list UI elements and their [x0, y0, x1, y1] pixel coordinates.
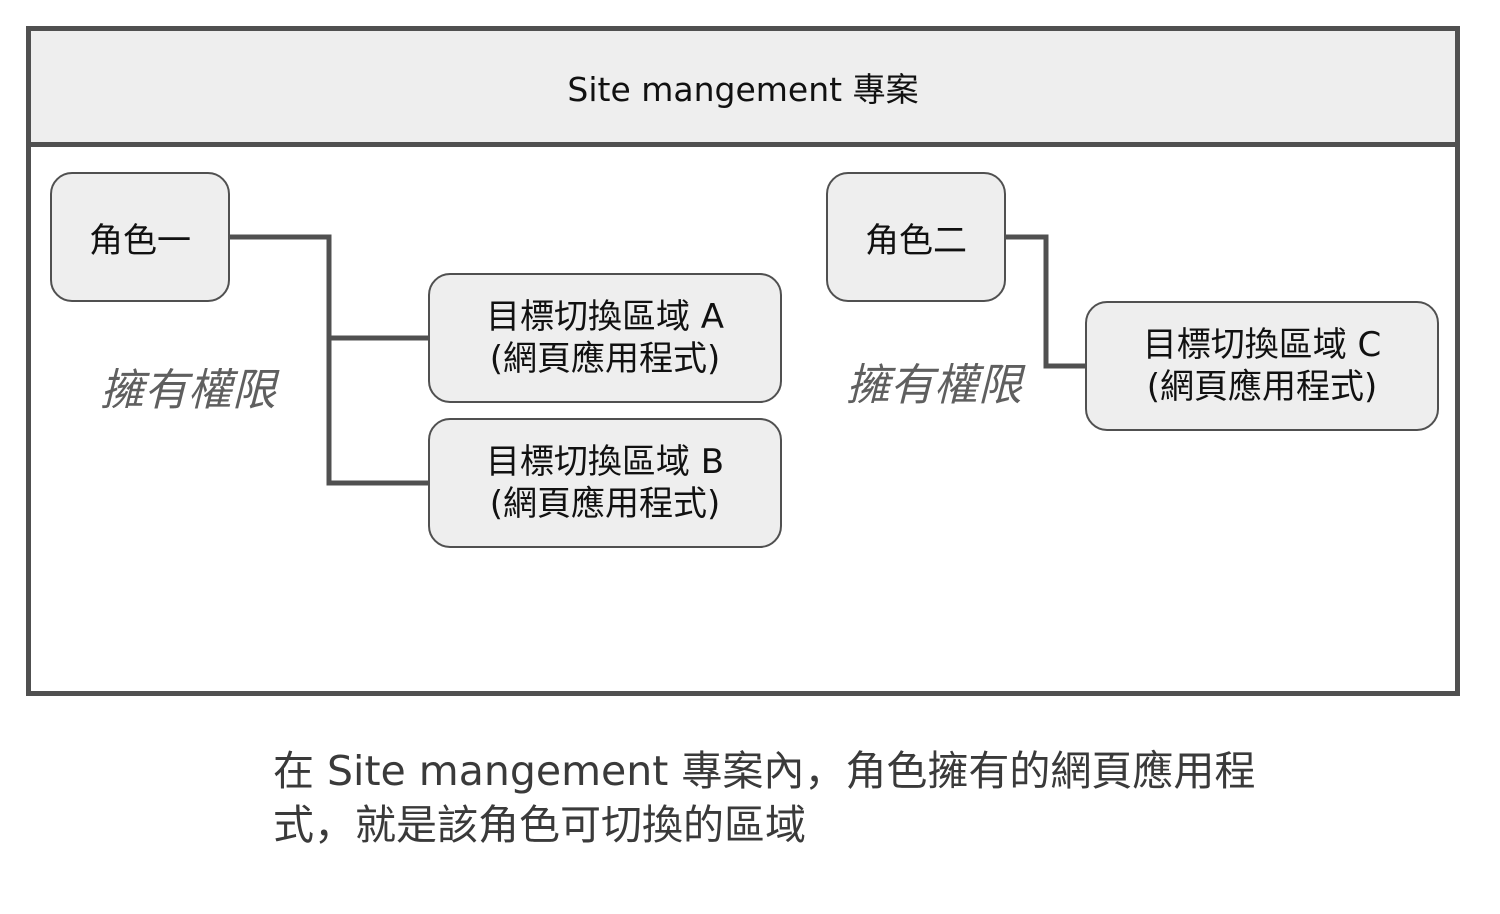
target-subtitle: (網頁應用程式)	[1146, 367, 1378, 407]
target-node-b: 目標切換區域 B (網頁應用程式)	[428, 418, 782, 548]
target-title: 目標切換區域 C	[1142, 325, 1382, 365]
permission-label-2: 擁有權限	[846, 360, 1022, 411]
target-subtitle: (網頁應用程式)	[489, 339, 721, 379]
target-node-a: 目標切換區域 A (網頁應用程式)	[428, 273, 782, 403]
target-subtitle: (網頁應用程式)	[489, 484, 721, 524]
caption-line-2: 式，就是該角色可切換的區域	[273, 801, 806, 849]
caption-line-1: 在 Site mangement 專案內，角色擁有的網頁應用程	[273, 747, 1256, 795]
target-title: 目標切換區域 B	[485, 442, 725, 482]
role-label: 角色二	[865, 220, 967, 261]
role-node-2: 角色二	[826, 172, 1006, 302]
target-title: 目標切換區域 A	[485, 297, 725, 337]
target-node-c: 目標切換區域 C (網頁應用程式)	[1085, 301, 1439, 431]
role-node-1: 角色一	[50, 172, 230, 302]
permission-label-1: 擁有權限	[100, 365, 276, 416]
diagram-caption: 在 Site mangement 專案內，角色擁有的網頁應用程 式，就是該角色可…	[273, 744, 1333, 852]
project-title: Site mangement 專案	[31, 31, 1455, 147]
role-label: 角色一	[89, 220, 191, 261]
